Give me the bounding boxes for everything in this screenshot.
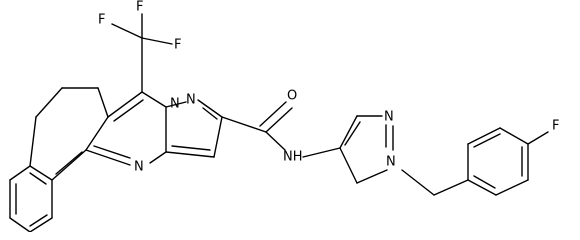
- benzo-ring: [9, 165, 53, 232]
- fluorine-label: F: [136, 0, 143, 15]
- pyrimidine-ring: [85, 91, 167, 166]
- carbonyl-oxygen-label: O: [287, 89, 297, 104]
- amide-group: [221, 101, 293, 151]
- pyrazole-nitrogen-label: N: [186, 93, 196, 108]
- fluorine-label: F: [174, 38, 181, 53]
- dihydro-ring: [29, 87, 109, 181]
- trifluoromethyl-group: [111, 13, 173, 93]
- benzyl-linker: [401, 169, 469, 196]
- bridgehead-nitrogen-label: N: [170, 97, 180, 112]
- fluorophenyl-ring: [467, 127, 549, 196]
- pyrazole-nitrogen-label: N: [386, 155, 396, 170]
- molecule-canvas: F F F N N N O NH N N F: [9, 0, 559, 232]
- pyrazole-ring-fused: [165, 99, 223, 158]
- pyrimidine-nitrogen-label: N: [134, 160, 144, 175]
- aryl-fluorine-label: F: [552, 119, 559, 134]
- pyrazole-nitrogen-label: N: [384, 110, 394, 125]
- atom-labels: F F F N N N O NH N N F: [98, 0, 559, 175]
- chemical-structure: F F F N N N O NH N N F: [9, 0, 559, 232]
- fluorine-label: F: [98, 13, 105, 28]
- amide-nh-label: NH: [283, 150, 303, 165]
- pyrazole-ring-substituted: [302, 115, 394, 184]
